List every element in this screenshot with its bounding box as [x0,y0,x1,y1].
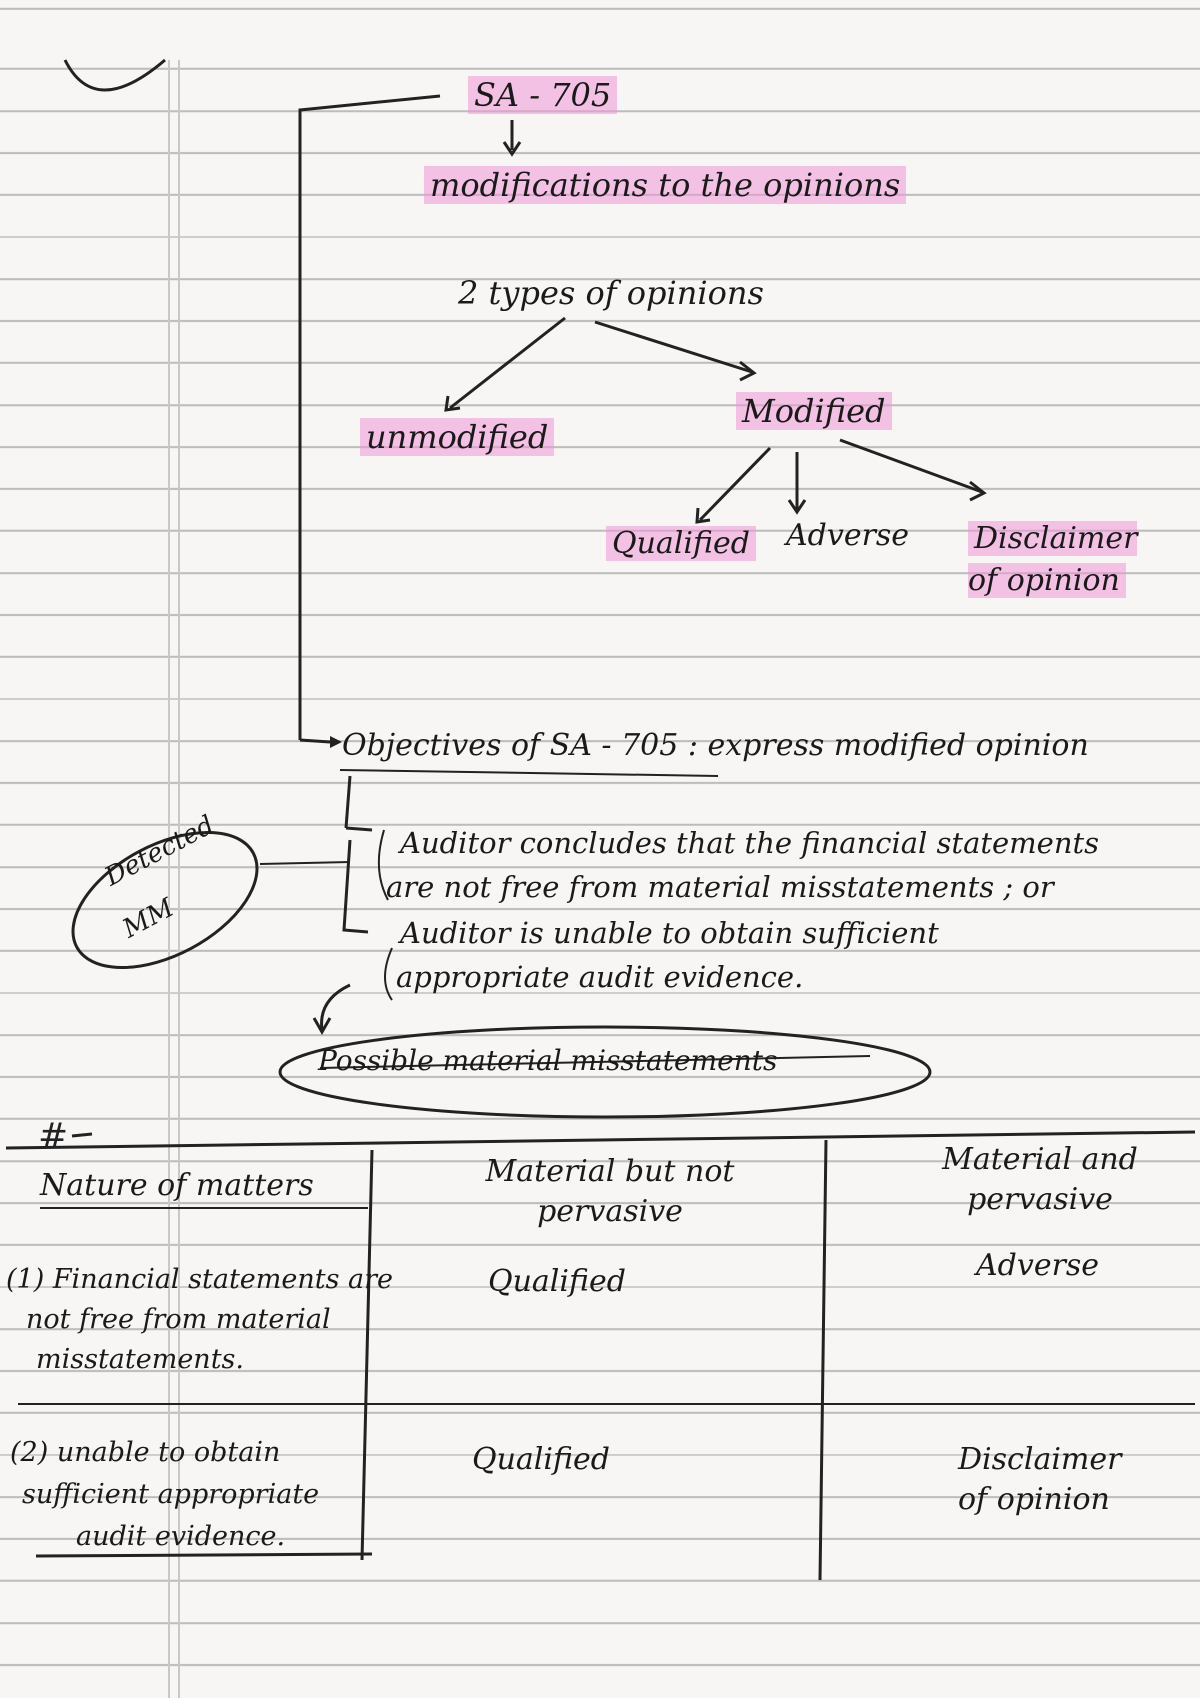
objective-point-2-line-1: Auditor is unable to obtain sufficient [400,916,939,950]
table-row-2-pervasive: Disclaimer of opinion [958,1442,1122,1517]
unmodified-text: unmodified [360,418,555,456]
table-header-pervasive: Material and pervasive [942,1142,1138,1217]
modified-text: Modified [736,392,892,430]
row-2-nature-line-3: audit evidence. [76,1521,286,1552]
objectives-title: Objectives of SA - 705 : express modifie… [342,728,1089,763]
table-header-not-pervasive: Material but not pervasive [485,1154,735,1229]
row-1-nature-line-3: misstatements. [36,1344,244,1375]
objective-point-1-line-1: Auditor concludes that the financial sta… [400,826,1100,860]
topic-title: modifications to the opinions [424,166,907,204]
heading-text: SA - 705 [468,76,618,114]
adverse-type: Adverse [786,518,910,553]
row-2-nature-line-1: (2) unable to obtain [10,1437,281,1468]
table-row-2-nature: (2) unable to obtain sufficient appropri… [10,1432,319,1558]
disclaimer-type: Disclaimer of opinion [968,518,1168,602]
table-row-1-not-pervasive: Qualified [488,1264,626,1299]
row-1-nature-line-1: (1) Financial statements are [6,1264,394,1295]
heading-sa-705: SA - 705 [468,76,618,114]
margin-line [168,60,170,1698]
row-1-nature-line-2: not free from material [26,1304,331,1335]
table-row-2-not-pervasive: Qualified [472,1442,610,1477]
table-header-nature: Nature of matters [40,1168,314,1203]
disclaimer-text: Disclaimer of opinion [968,521,1138,598]
types-heading: 2 types of opinions [458,274,764,312]
table-row-1-pervasive: Adverse [976,1248,1100,1283]
modified-label: Modified [736,392,892,430]
row-2-nature-line-2: sufficient appropriate [22,1479,320,1510]
qualified-type: Qualified [606,526,756,561]
topic-text: modifications to the opinions [424,166,907,204]
table-row-1-nature: (1) Financial statements are not free fr… [6,1260,393,1380]
svg-text:#: # [38,1116,68,1157]
objective-point-1-line-2: are not free from material misstatements… [386,870,1054,904]
possible-misstatements: Possible material misstatements [318,1044,778,1077]
qualified-text: Qualified [606,526,756,561]
objective-point-2-line-2: appropriate audit evidence. [396,960,804,994]
unmodified-label: unmodified [360,418,555,456]
margin-line-inner [178,60,180,1698]
